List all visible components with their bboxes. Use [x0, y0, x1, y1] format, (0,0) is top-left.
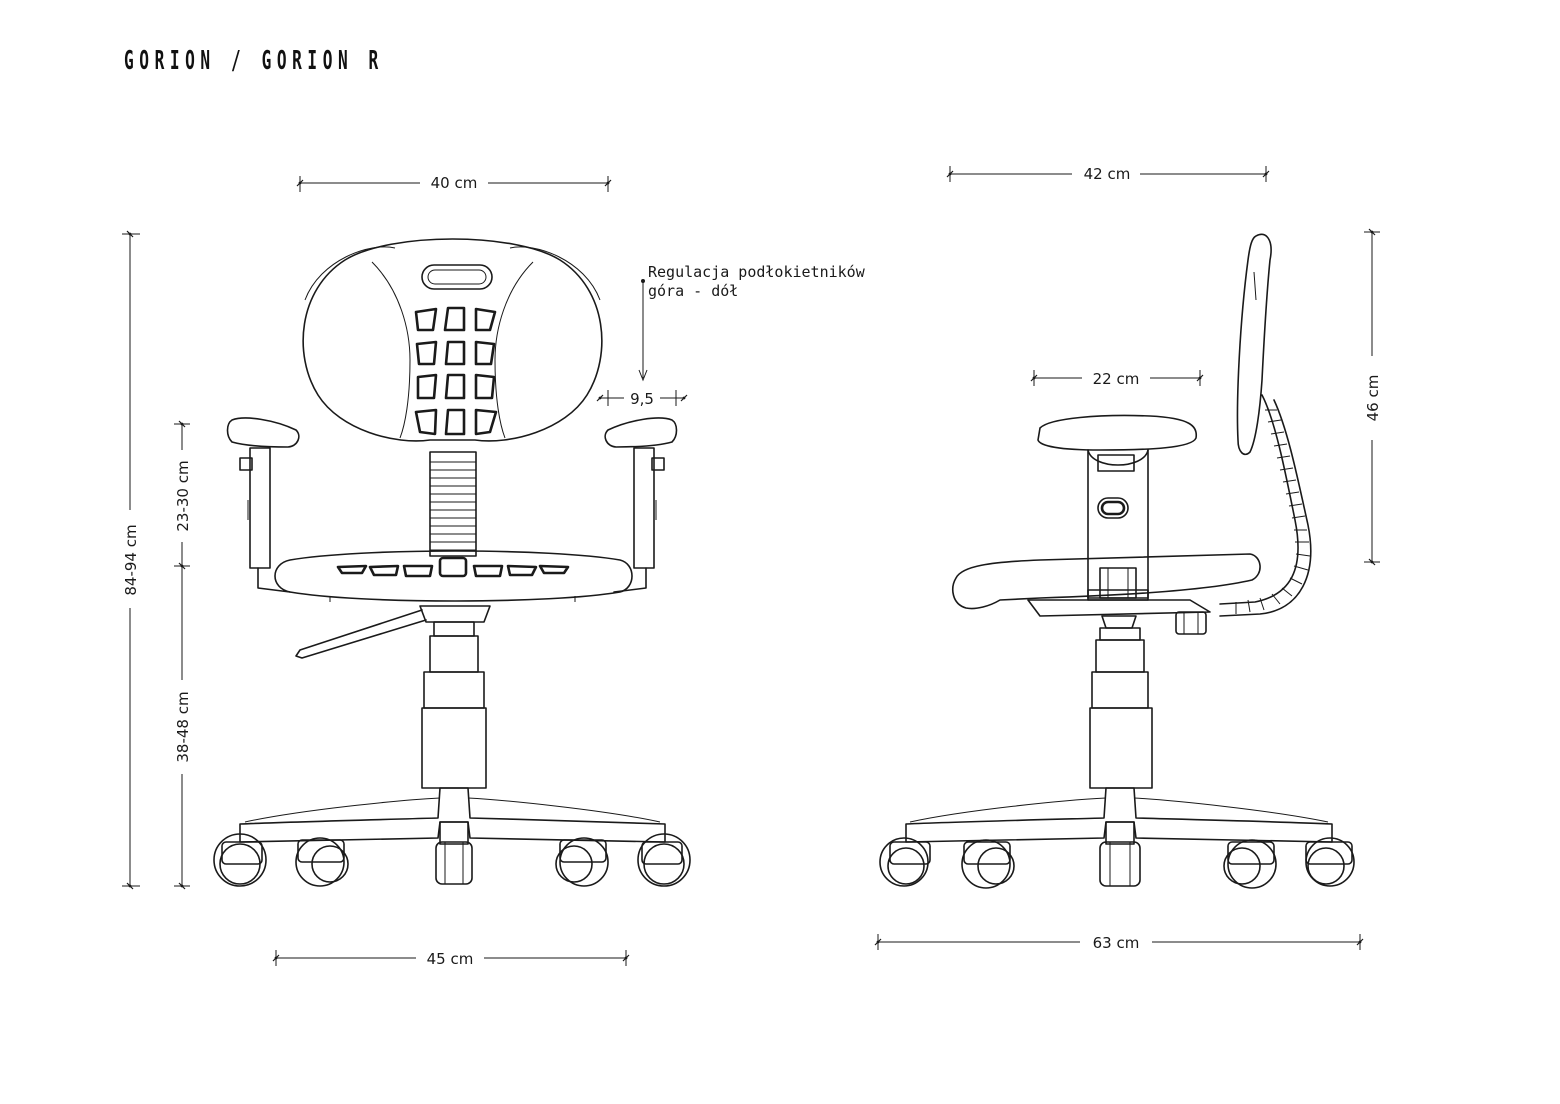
armrest-adjustment-note: Regulacja podłokietników góra - dół [638, 263, 866, 382]
dimension-label: 46 cm [1364, 375, 1382, 422]
note-line-1: Regulacja podłokietników [648, 263, 866, 281]
dimension-label: 38-48 cm [174, 691, 192, 762]
note-line-2: góra - dół [648, 282, 738, 300]
dimension-label: 23-30 cm [174, 460, 192, 531]
page-title: GORION / GORION R [124, 46, 384, 76]
dimension-width-40: 40 cm [296, 174, 612, 192]
front-view-chair [213, 238, 691, 887]
dimension-label: 63 cm [1093, 934, 1140, 952]
dimension-label: 84-94 cm [122, 524, 140, 595]
dimension-depth-42: 42 cm [946, 165, 1270, 183]
dimension-base-depth-63: 63 cm [874, 934, 1364, 952]
dimension-armrest-height: 23-30 cm [174, 420, 192, 570]
dimension-label: 42 cm [1084, 165, 1131, 183]
dimension-label: 22 cm [1093, 370, 1140, 388]
dimension-seat-height: 38-48 cm [174, 566, 192, 890]
dimension-label: 9,5 [630, 390, 654, 408]
dimension-total-height: 84-94 cm [122, 230, 140, 890]
dimension-armrest-length: 22 cm [1030, 370, 1204, 388]
side-view-chair [879, 233, 1355, 889]
dimension-width-45: 45 cm [272, 950, 630, 968]
dimension-armrest-offset: 9,5 [596, 390, 688, 408]
dimension-label: 45 cm [427, 950, 474, 968]
dimension-label: 40 cm [431, 174, 478, 192]
dimension-backrest-height: 46 cm [1364, 228, 1382, 566]
